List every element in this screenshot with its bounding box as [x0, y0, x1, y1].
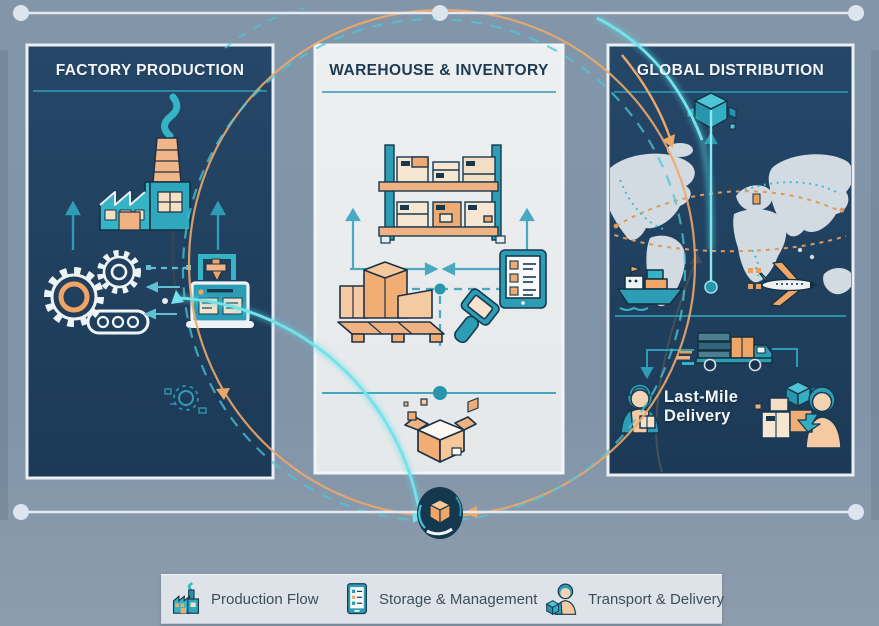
- selection-handle: [13, 504, 29, 520]
- europe-marker: [752, 193, 761, 205]
- open-box-icon: [403, 397, 479, 463]
- last-mile-line1: Last-Mile: [664, 388, 739, 406]
- factory-panel: [25, 43, 275, 480]
- warehouse-panel-title: WAREHOUSE & INVENTORY: [329, 62, 549, 79]
- selection-handle: [13, 5, 29, 21]
- plane-icon: [755, 261, 817, 307]
- ship-icon: [617, 265, 683, 311]
- legend-item-production: Production Flow: [170, 575, 319, 623]
- legend-bar: Production Flow Storage & Management Tra…: [161, 574, 724, 624]
- legend-label: Transport & Delivery: [588, 590, 725, 608]
- selection-handle: [848, 504, 864, 520]
- up-arrow-right: [209, 200, 227, 250]
- package-badge: [417, 487, 463, 539]
- factory-icon: [99, 93, 191, 231]
- shelf-boxes-bottom: [396, 201, 496, 228]
- last-mile-line2: Delivery: [664, 407, 731, 426]
- orange-arrowhead-down: [662, 134, 675, 148]
- world-map: [610, 143, 851, 307]
- receiver-icon: [754, 381, 842, 449]
- robot-arm-icon: [198, 254, 236, 283]
- up-arrow-left: [64, 200, 82, 250]
- factory-icon: [172, 582, 200, 614]
- right-edge-shade: [871, 50, 879, 520]
- last-mile-label: Last-Mile Delivery: [664, 388, 784, 427]
- legend-label: Production Flow: [211, 590, 319, 608]
- legend-item-storage: Storage & Management: [344, 575, 537, 623]
- legend-label: Storage & Management: [379, 590, 538, 608]
- pallet-boxes-icon: [337, 261, 445, 343]
- orange-arrowhead-up: [216, 388, 230, 400]
- shipping-routes: [610, 179, 847, 277]
- inventory-tablet-icon: [499, 249, 547, 309]
- gears-icon: [44, 250, 141, 327]
- mini-gear-sketch-icon: [164, 385, 207, 414]
- legend-item-transport: Transport & Delivery: [545, 575, 724, 623]
- shelf-boxes-top: [396, 156, 496, 183]
- shelf-icon: [378, 144, 506, 244]
- plane-trail: [748, 268, 761, 289]
- smoke-icon: [161, 93, 181, 140]
- left-edge-shade: [0, 50, 8, 520]
- tablet-icon: [347, 583, 367, 615]
- scanner-icon: [454, 288, 500, 344]
- cyan-arrowhead-up: [171, 290, 184, 304]
- conveyor-icon: [86, 309, 150, 335]
- delivery-brackets: [640, 348, 798, 380]
- courier-icon: [545, 583, 577, 616]
- factory-panel-title: FACTORY PRODUCTION: [55, 62, 245, 79]
- truck-icon: [676, 332, 773, 372]
- selection-handle: [848, 5, 864, 21]
- top-guide-line: [13, 5, 864, 21]
- selection-handle: [432, 5, 448, 21]
- distribution-panel-title: GLOBAL DISTRIBUTION: [636, 62, 825, 79]
